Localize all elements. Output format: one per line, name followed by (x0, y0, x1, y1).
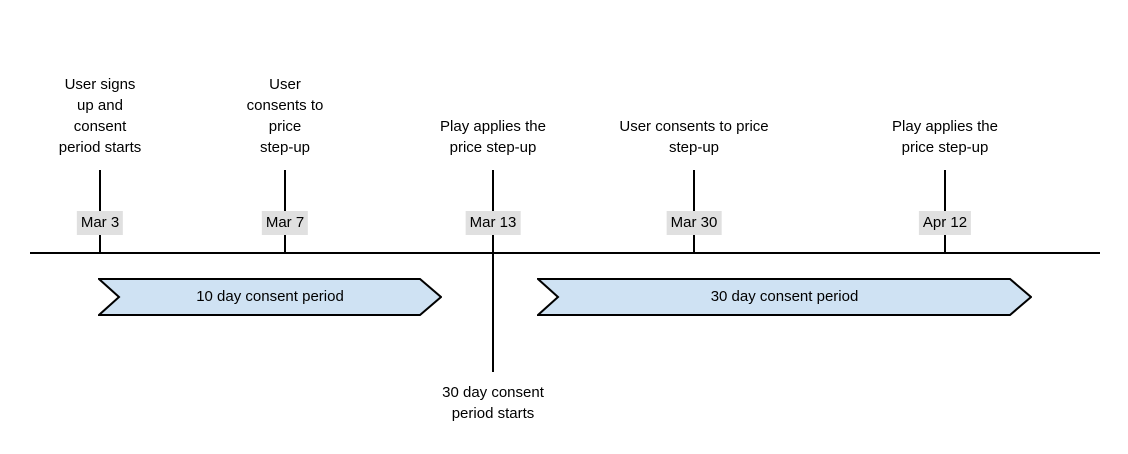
date-badge-mar-30: Mar 30 (666, 211, 722, 235)
timeline-axis (30, 252, 1100, 254)
below-axis-note-mar-13: 30 day consent period starts (442, 384, 544, 422)
consent-period-banner-30-day: 30 day consent period (537, 278, 1032, 316)
consent-period-banner-10-day-label: 10 day consent period (196, 288, 344, 305)
date-badge-mar-13: Mar 13 (465, 211, 521, 235)
tick-mark-mar-13-extension (492, 252, 494, 372)
event-caption-mar-13: Play applies the price step-up (440, 118, 546, 156)
event-caption-apr-12: Play applies the price step-up (892, 118, 998, 156)
date-badge-apr-12: Apr 12 (918, 211, 972, 235)
event-caption-mar-7: User consents to price step-up (246, 76, 324, 156)
date-badge-mar-7: Mar 7 (261, 211, 309, 235)
consent-period-banner-10-day: 10 day consent period (98, 278, 442, 316)
consent-period-banner-30-day-label: 30 day consent period (710, 288, 859, 305)
event-caption-mar-3: User signs up and consent period starts (58, 76, 142, 156)
chevron-shape-10-day (98, 278, 442, 316)
date-badge-mar-3: Mar 3 (76, 211, 124, 235)
chevron-shape-30-day (537, 278, 1032, 316)
event-caption-mar-30: User consents to price step-up (619, 118, 769, 156)
